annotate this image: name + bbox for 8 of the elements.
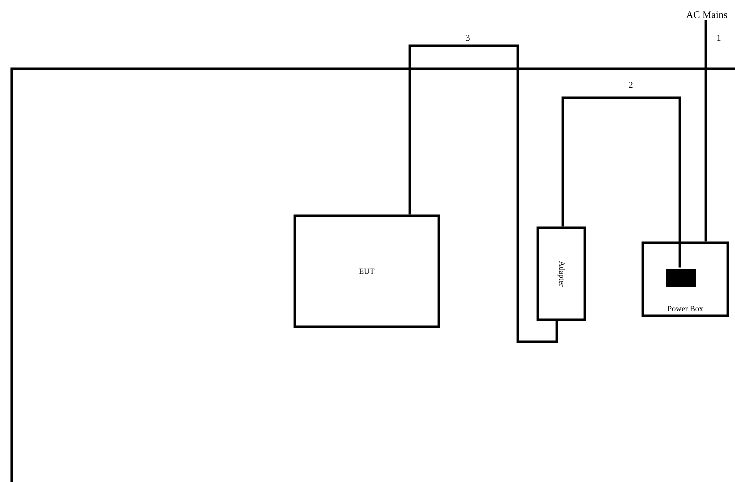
socket-block [666,269,696,287]
cable [562,96,682,268]
mains-label: AC Mains [686,12,728,18]
adapter-box: Adapter [536,226,586,322]
cable [408,44,558,344]
equipment-box: EUT [294,214,440,328]
cable [704,20,708,242]
power-box: Power Box [642,242,730,318]
